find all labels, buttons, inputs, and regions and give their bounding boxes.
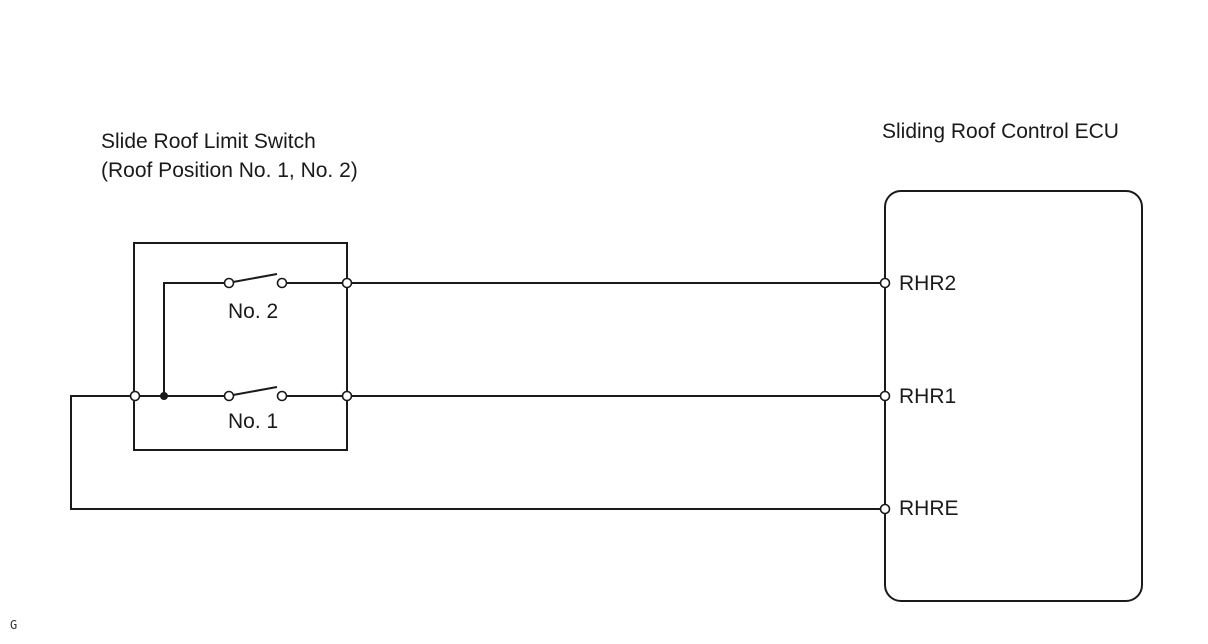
junction-dot: [160, 392, 168, 400]
switch2-contact-right: [276, 277, 288, 289]
switch-terminal-no2: [341, 277, 353, 289]
switch2-label: No. 2: [228, 300, 279, 323]
ecu-terminal-label-rhre: RHRE: [899, 497, 959, 520]
switch-assembly-box: [133, 242, 348, 451]
switch1-contact-right: [276, 390, 288, 402]
ecu-terminal-label-rhr1: RHR1: [899, 385, 957, 408]
switch2-internal-wire: [163, 282, 229, 396]
wire-rhre: [70, 395, 881, 510]
switch-assembly-title-line1: Slide Roof Limit Switch: [101, 130, 316, 153]
switch2-contact-left: [223, 277, 235, 289]
switch1-label: No. 1: [228, 410, 279, 433]
switch1-contact-left: [223, 390, 235, 402]
switch-terminal-common: [129, 390, 141, 402]
ecu-title: Sliding Roof Control ECU: [882, 120, 1119, 143]
switch-assembly-title-line2: (Roof Position No. 1, No. 2): [101, 159, 358, 182]
ecu-terminal-label-rhr2: RHR2: [899, 272, 957, 295]
switch1-blade: [232, 386, 278, 396]
switch2-blade: [232, 273, 278, 283]
ecu-terminal-rhr1: [879, 390, 891, 402]
footer-mark: G: [10, 618, 18, 632]
switch-terminal-no1: [341, 390, 353, 402]
ecu-terminal-rhre: [879, 503, 891, 515]
ecu-terminal-rhr2: [879, 277, 891, 289]
